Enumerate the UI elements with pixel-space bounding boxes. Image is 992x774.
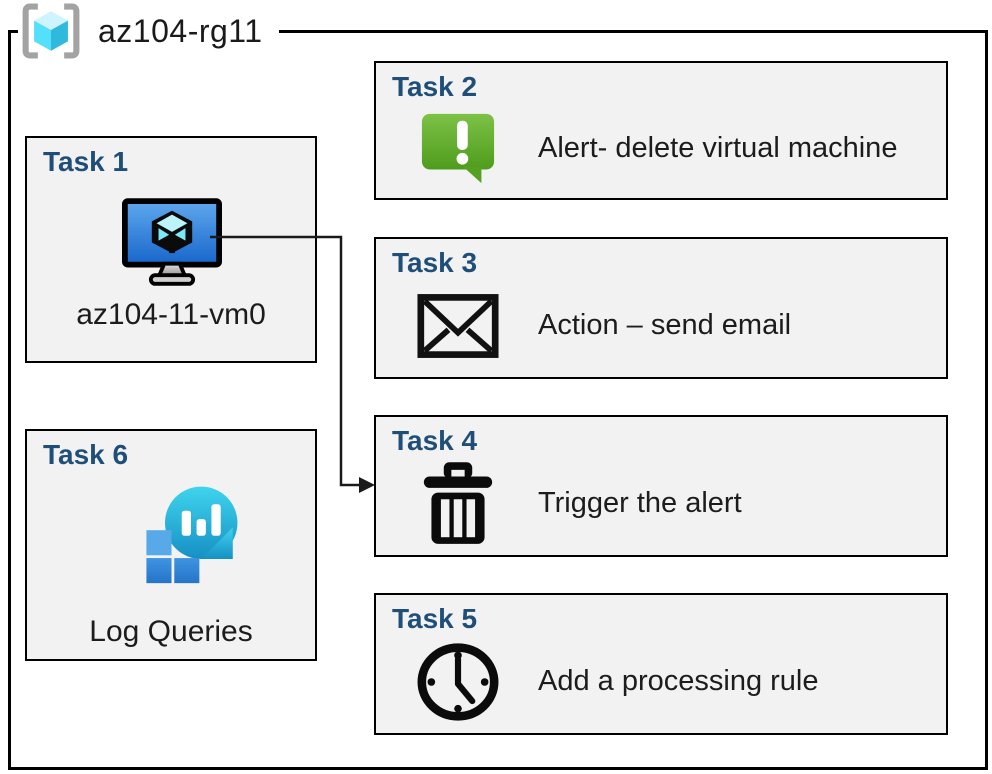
task1-box: Task 1 az104-11-vm0 <box>25 136 317 363</box>
log-analytics-icon <box>146 486 238 584</box>
task2-header: Task 2 <box>392 71 478 102</box>
task6-header: Task 6 <box>43 439 129 470</box>
task4-box: Task 4 Trigger the alert <box>374 415 948 557</box>
task3-label: Action – send email <box>538 309 792 342</box>
alert-icon <box>421 113 495 184</box>
task5-header: Task 5 <box>392 603 478 634</box>
email-icon <box>417 293 499 358</box>
task6-box: Task 6 Log Queries <box>25 429 317 661</box>
task3-box: Task 3 Action – send email <box>374 237 948 379</box>
trash-icon <box>423 461 493 544</box>
clock-icon <box>417 643 499 721</box>
resource-group-icon <box>22 3 80 59</box>
virtual-machine-icon <box>122 198 222 286</box>
task5-box: Task 5 Add a processing rule <box>374 593 948 735</box>
resource-group-header: az104-rg11 <box>18 2 279 60</box>
task1-header: Task 1 <box>43 146 129 177</box>
task2-label: Alert- delete virtual machine <box>538 131 898 164</box>
task6-label: Log Queries <box>89 615 253 648</box>
resource-group-name: az104-rg11 <box>98 12 263 49</box>
task4-header: Task 4 <box>392 425 478 456</box>
task4-label: Trigger the alert <box>538 487 742 520</box>
task2-box: Task 2 Alert- delete virtual machine <box>374 61 948 200</box>
task5-label: Add a processing rule <box>538 665 819 698</box>
task3-header: Task 3 <box>392 247 478 278</box>
task1-label: az104-11-vm0 <box>76 298 266 331</box>
